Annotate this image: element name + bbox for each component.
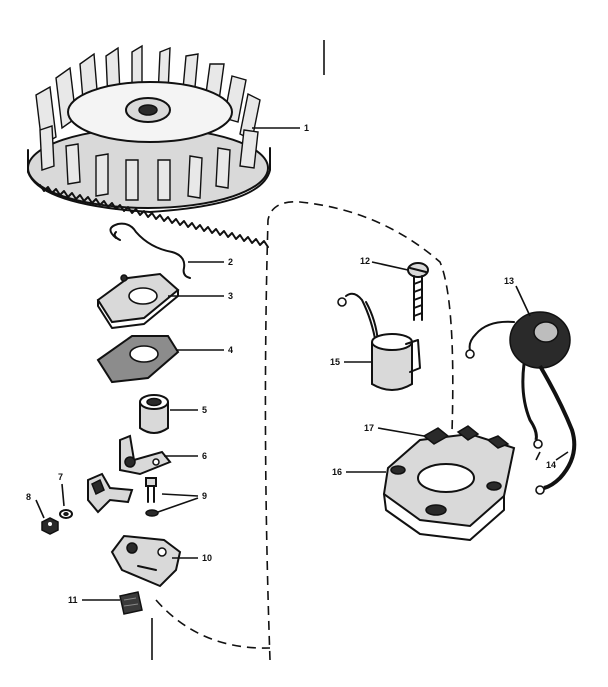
callout-12: 12 [360, 256, 370, 266]
callout-7: 7 [58, 472, 63, 482]
spring-clip-part [109, 222, 191, 279]
contact-point-part [87, 472, 134, 514]
bracket-plate-part [96, 272, 180, 329]
callout-11: 11 [68, 595, 78, 605]
callout-3: 3 [228, 291, 233, 301]
callout-1: 1 [304, 123, 309, 133]
callout-4: 4 [228, 345, 233, 355]
breaker-box-part [382, 425, 516, 541]
adjusting-screw-part [407, 262, 429, 321]
dashed-boundary-line [264, 201, 454, 661]
callout-8: 8 [26, 492, 31, 502]
breaker-arm-part [119, 434, 172, 476]
lead-wires-part [521, 363, 577, 495]
gasket-part [96, 335, 180, 384]
condenser-part [337, 292, 421, 391]
callout-16: 16 [332, 467, 342, 477]
bushing-part [139, 394, 169, 434]
base-plate-part [110, 534, 182, 588]
callout-6: 6 [202, 451, 207, 461]
callout-9: 9 [202, 491, 207, 501]
dashed-lower-line [155, 599, 271, 649]
flywheel-part [27, 44, 271, 248]
nut-part [41, 517, 59, 535]
callout-14: 14 [546, 460, 556, 470]
callout-13: 13 [504, 276, 514, 286]
leader-lines [35, 127, 569, 601]
washer-part [59, 509, 73, 519]
callout-5: 5 [202, 405, 207, 415]
callout-10: 10 [202, 553, 212, 563]
callout-17: 17 [364, 423, 374, 433]
callout-15: 15 [330, 357, 340, 367]
felt-part [119, 591, 143, 615]
callout-2: 2 [228, 257, 233, 267]
ignition-coil-part [465, 311, 571, 369]
screw-part [145, 477, 159, 517]
